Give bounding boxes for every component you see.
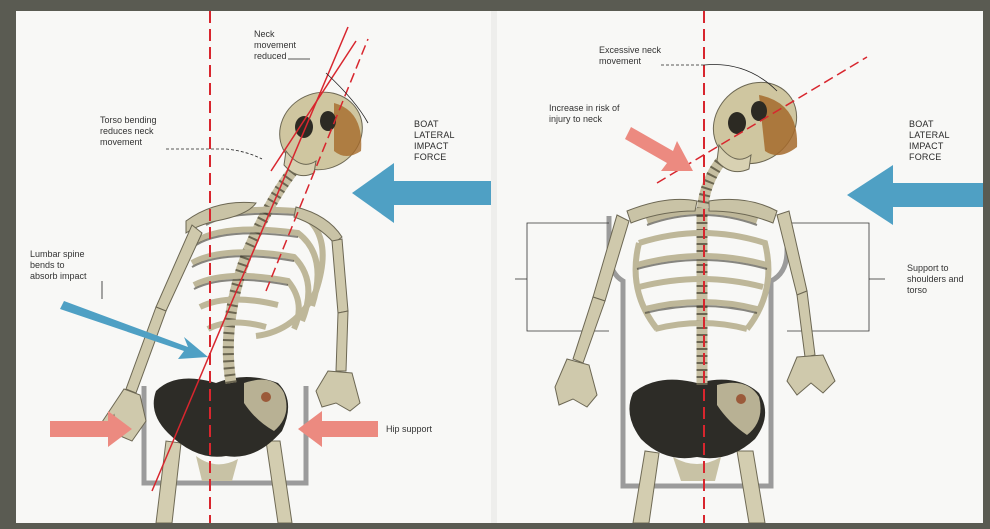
neck-risk-arrow (625, 127, 693, 171)
hip-arrow-right (298, 411, 378, 447)
impact-force-arrow (847, 165, 983, 225)
excessive-neck-label: Excessive neck movement (599, 45, 661, 67)
spine (228, 161, 301, 383)
impact-force-label: BOAT LATERAL IMPACT FORCE (414, 119, 455, 163)
diagram-frame: Neck movement reduced Torso bending redu… (16, 11, 983, 523)
lumbar-spine-label: Lumbar spine bends to absorb impact (30, 249, 87, 282)
right-panel: Excessive neck movement Increase in risk… (497, 11, 983, 523)
neck-movement-label: Neck movement reduced (254, 29, 296, 62)
hip-support-label: Hip support (386, 424, 432, 435)
shoulder-support-label: Support to shoulders and torso (907, 263, 964, 296)
lumbar-arrow (60, 301, 208, 359)
neck-injury-risk-label: Increase in risk of injury to neck (549, 103, 620, 125)
left-panel: Neck movement reduced Torso bending redu… (16, 11, 491, 523)
impact-force-arrow (352, 163, 491, 223)
ribcage (192, 210, 323, 336)
impact-force-label: BOAT LATERAL IMPACT FORCE (909, 119, 950, 163)
right-arm (777, 211, 835, 395)
torso-bending-label: Torso bending reduces neck movement (100, 115, 157, 148)
left-illustration (16, 11, 491, 523)
left-arm (555, 215, 629, 407)
